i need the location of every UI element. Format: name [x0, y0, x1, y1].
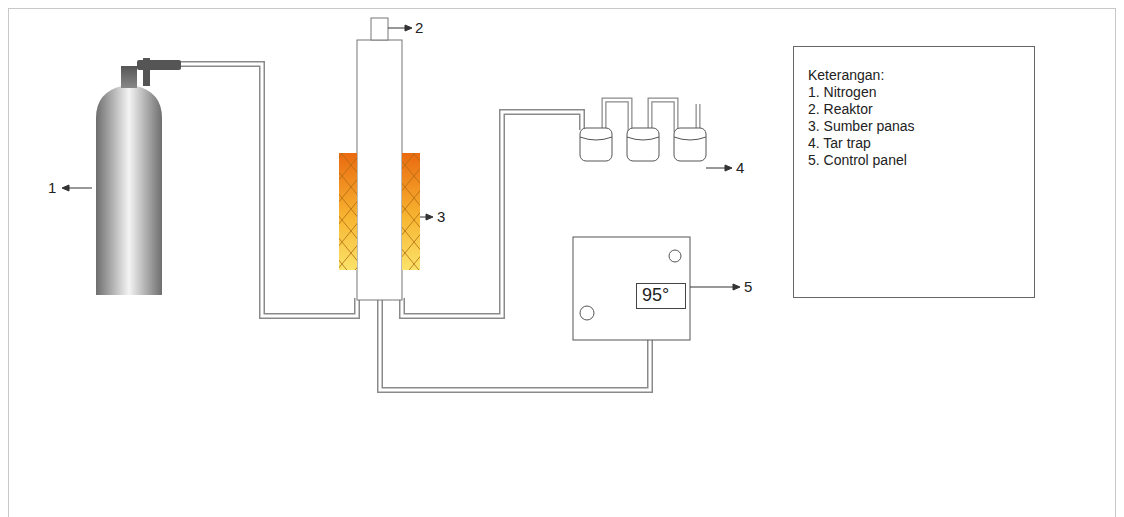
legend-item: 5. Control panel [808, 152, 1020, 169]
frame [9, 9, 1116, 517]
callout-number: 4 [736, 159, 744, 177]
legend-item: 1. Nitrogen [808, 84, 1020, 101]
legend-item: 3. Sumber panas [808, 118, 1020, 135]
legend-heading: Keterangan: [808, 67, 1020, 84]
callout-number: 2 [415, 19, 423, 37]
legend-item: 4. Tar trap [808, 135, 1020, 152]
callout-number: 3 [437, 208, 445, 226]
heat-source [339, 153, 420, 270]
control-panel [573, 237, 690, 340]
nitrogen-cylinder [96, 58, 181, 295]
callout-number: 5 [744, 278, 752, 296]
legend-item: 2. Reaktor [808, 101, 1020, 118]
callout-number: 1 [48, 179, 56, 197]
temperature-display: 95° [636, 283, 686, 309]
pipes [180, 64, 698, 390]
reactor [357, 18, 402, 300]
tar-traps [580, 128, 706, 161]
leader-arrows [62, 25, 740, 290]
display-value: 95° [642, 285, 680, 305]
legend-box: Keterangan:1. Nitrogen2. Reaktor3. Sumbe… [793, 46, 1035, 298]
